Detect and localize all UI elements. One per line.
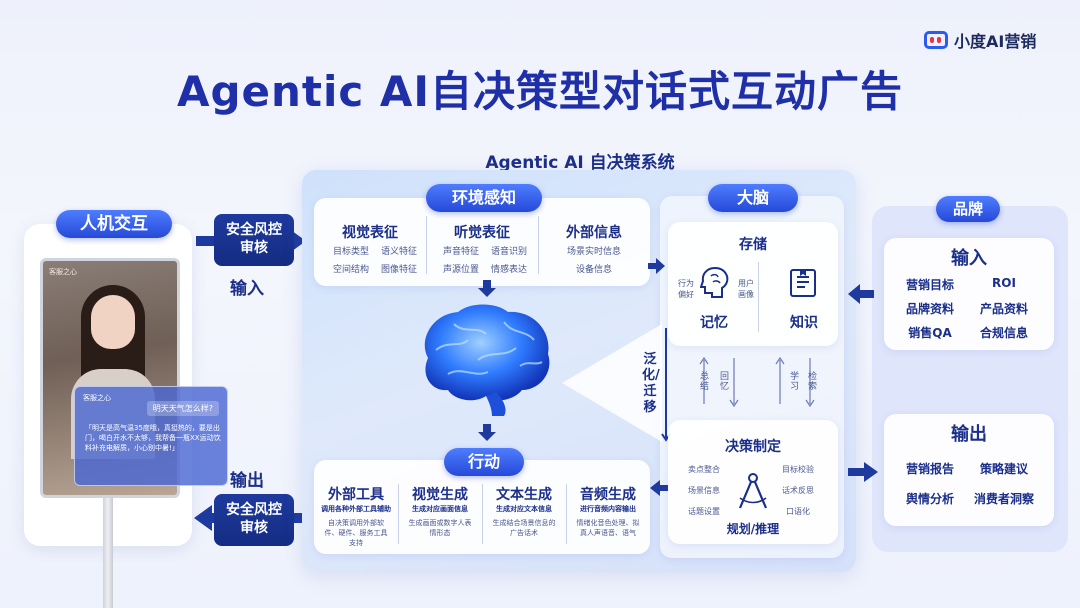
behavior-label: 行为 偏好 [678,279,694,299]
audit-box-output: 安全风控 审核 [214,494,294,546]
brand-output-item: 消费者洞察 [973,492,1034,506]
decision-item: 话题设置 [688,507,720,516]
summary-label: 总 结 [700,372,710,392]
brand-input-item: 产品资料 [979,302,1028,316]
brand-name: 小度AI营销 [954,32,1037,51]
book-icon [790,269,816,297]
action-col-title: 外部工具 [328,487,384,503]
chat-bubble: 明天天气怎么样? 客服之心 「明天是高气温35度哦，真挺热的，要是出门，喝白开水… [74,386,228,486]
avatar [91,295,135,349]
action-col-title: 音频生成 [580,487,636,503]
env-col-sub: 设备信息 [575,265,612,275]
action-col-bold: 生成对应画面信息 [412,505,468,513]
brand-input-item: 销售QA [908,326,952,340]
action-col-desc: 生成画面或数字人表情形态 [408,519,472,537]
arrow-down-icon [478,424,496,441]
env-col-sub: 空间结构 [332,265,369,275]
env-col-sub: 语义特征 [380,247,417,257]
storage-card [668,222,838,346]
env-col-title: 听觉表征 [454,225,510,241]
compass-icon [738,473,768,509]
env-col-sub: 目标类型 [332,247,369,257]
storage-title: 存储 [739,237,767,253]
memory-label: 记忆 [700,315,728,331]
action-col-bold: 调用各种外部工具辅助 [321,505,391,513]
decision-item: 话术反思 [782,486,814,495]
system-title: Agentic AI 自决策系统 [485,153,675,173]
action-col-bold: 生成对应文本信息 [496,505,552,513]
recall-label: 回 忆 [720,372,730,392]
env-label: 环境感知 [426,184,542,212]
brand-output-item: 营销报告 [905,462,954,476]
env-col-sub: 声源位置 [442,265,479,275]
learn-label: 学 习 [790,372,800,392]
audit-box-input: 安全风控 审核 [214,214,294,266]
brand-input-item: 品牌资料 [905,302,954,316]
chat-tag: 客服之心 [83,394,111,402]
decision-item: 卖点整合 [688,465,720,474]
action-col-title: 视觉生成 [412,487,468,503]
action-col-desc: 自决策调用外部软件、硬件、服务工具支持 [324,519,388,547]
action-col-title: 文本生成 [496,487,552,503]
env-col-sub: 场景实时信息 [566,247,621,257]
head-icon [700,266,729,298]
decision-item: 场景信息 [688,486,720,495]
brand-output-item: 舆情分析 [905,492,954,506]
hci-label: 人机交互 [56,210,172,238]
brand-input-card: 输入 营销目标 ROI 品牌资料 产品资料 销售QA 合规信息 [884,238,1054,350]
input-label: 输入 [230,279,264,299]
action-col-desc: 情绪化音色处理、拟真人声语音、语气 [576,519,640,537]
output-label: 输出 [230,471,264,491]
arrow-left-icon [650,480,668,496]
arrow-right-icon [848,462,878,482]
screen-tag: 客服之心 [49,268,77,276]
brand-input-title: 输入 [951,248,987,269]
decision-item: 口语化 [786,507,810,516]
env-col-sub: 情感表达 [490,265,527,275]
planning-label: 规划/推理 [726,522,780,536]
brain-label: 大脑 [708,184,798,212]
memory-arrows [699,356,815,408]
brand-icon [924,31,948,49]
brand-output-item: 策略建议 [979,462,1028,476]
device-stand [103,498,113,608]
brain-icon [424,304,550,416]
action-label: 行动 [444,448,524,476]
env-col-sub: 声音特征 [442,247,479,257]
brand-logo-group: 小度AI营销 [924,28,1036,52]
arrow-right-icon [648,258,665,274]
action-col-bold: 进行音频内容输出 [580,505,636,513]
decision-item: 目标校验 [782,465,814,474]
generalize-label: 泛化/迁移 [642,352,660,415]
env-col-sub: 图像特征 [380,265,417,275]
chat-question: 明天天气怎么样? [146,401,219,416]
brand-panel-label: 品牌 [936,196,1000,222]
arrow-left-icon [848,284,874,304]
brand-input-item: 营销目标 [905,278,954,292]
decision-title: 决策制定 [725,439,781,455]
page-title: Agentic AI自决策型对话式互动广告 [176,67,904,116]
env-col-sub: 语音识别 [490,247,527,257]
retrieve-label: 检 索 [808,372,818,392]
arrow-down-icon [478,280,496,297]
chat-answer: 「明天是高气温35度哦，真挺热的，要是出门，喝白开水不太够，我帮备一瓶XX运动饮… [85,424,221,452]
knowledge-label: 知识 [790,315,818,331]
brand-output-title: 输出 [951,424,987,445]
portrait-label: 用户 画像 [738,279,754,299]
brand-input-item: ROI [992,276,1016,290]
action-col-desc: 生成结合场景信息的广告话术 [492,519,556,537]
env-col-title: 视觉表征 [342,225,398,241]
env-col-title: 外部信息 [566,225,622,241]
env-card [314,198,650,286]
brand-input-item: 合规信息 [979,326,1028,340]
brand-output-card: 输出 营销报告 策略建议 舆情分析 消费者洞察 [884,414,1054,526]
